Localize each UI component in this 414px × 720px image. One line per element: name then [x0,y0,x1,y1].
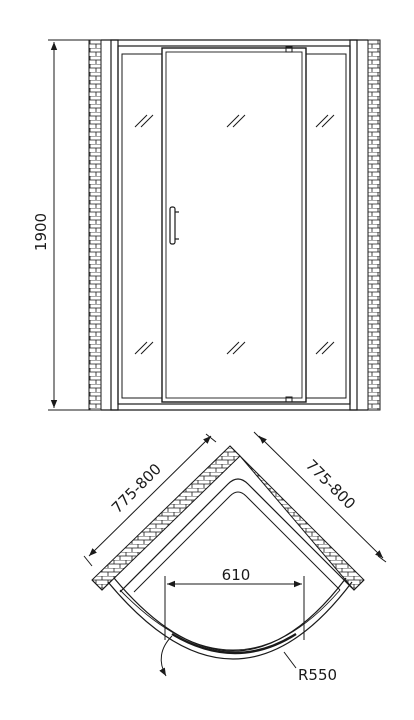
enclosure-frame [101,39,368,411]
left-side-label: 775-800 [108,460,165,517]
left-side-dimension [83,433,217,567]
bottom-hinge [285,396,293,403]
glass-marks [134,114,335,355]
shower-tray [119,478,353,593]
door-handle [169,206,179,245]
height-dimension [48,39,89,411]
curved-front [107,577,353,660]
radius-leader [283,651,297,669]
height-label: 1900 [32,213,50,251]
top-hinge [285,46,293,53]
front-view [48,39,381,411]
plan-view [83,431,387,677]
radius-label: R550 [298,666,337,684]
right-side-label: 775-800 [302,456,359,513]
left-wall-plan [91,445,241,591]
right-fixed-panel [305,53,347,399]
door-width-label: 610 [222,566,251,584]
right-side-dimension [253,431,387,563]
door-panel [161,46,307,403]
left-wall [88,39,102,411]
swing-arrow [159,635,173,677]
door-width-dimension [164,576,305,640]
right-wall [367,39,381,411]
